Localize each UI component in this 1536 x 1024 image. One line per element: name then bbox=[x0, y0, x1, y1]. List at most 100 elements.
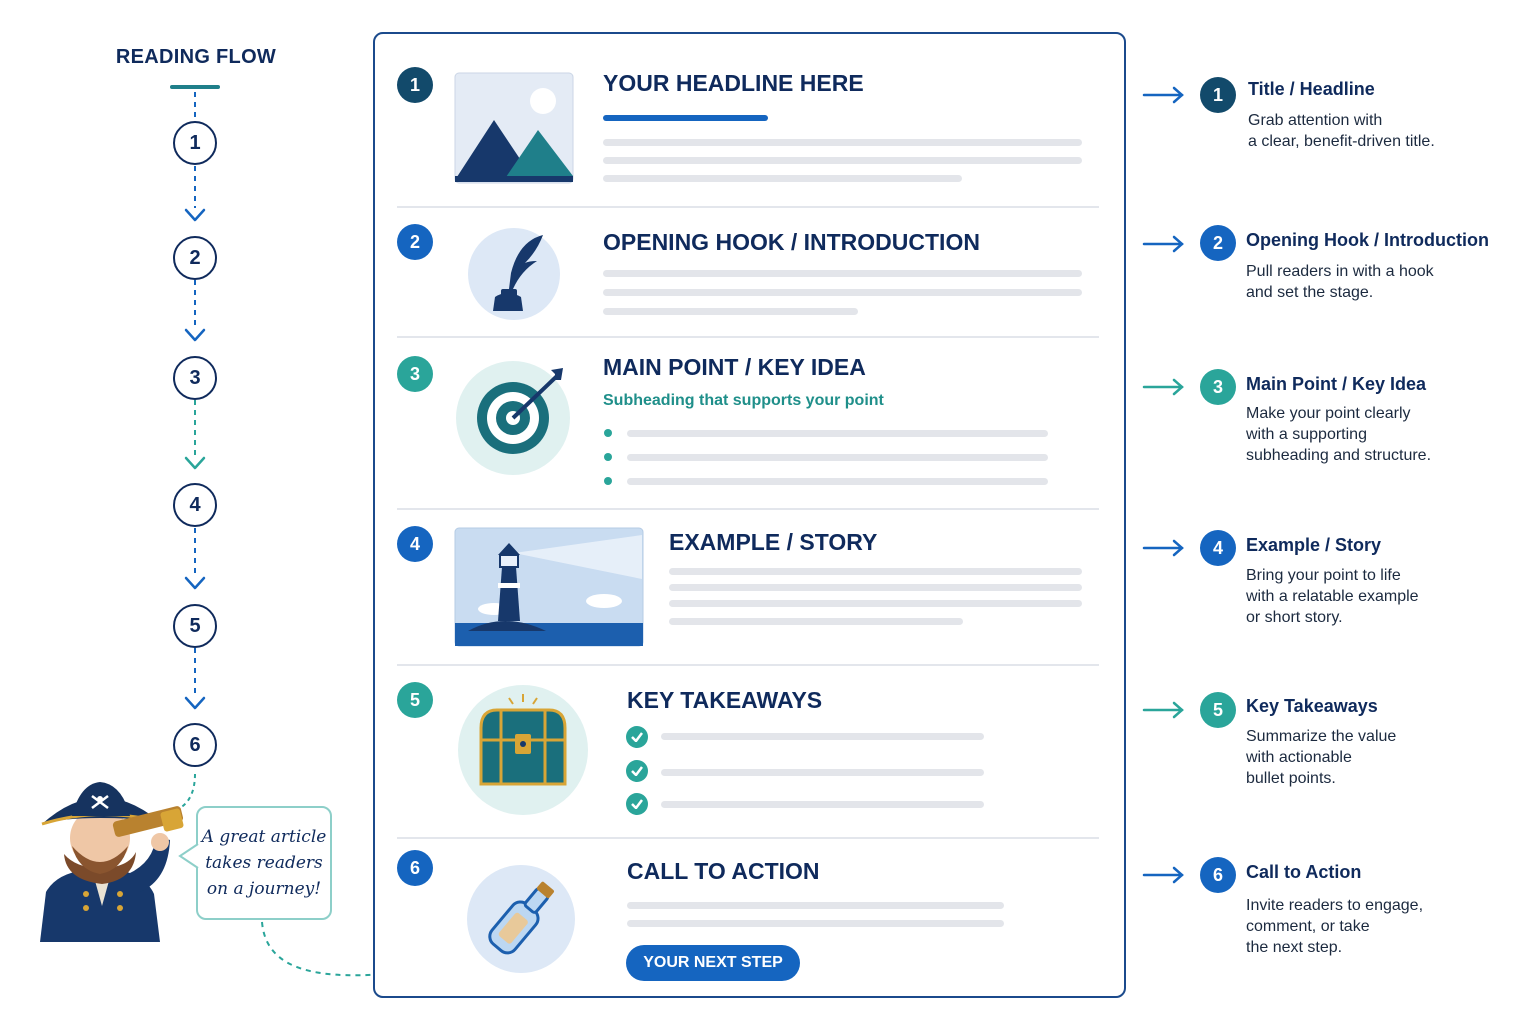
legend-desc-line: or short story. bbox=[1246, 609, 1343, 626]
flow-step-1: 1 bbox=[173, 121, 217, 165]
flow-step-3: 3 bbox=[173, 356, 217, 400]
section-2-title: OPENING HOOK / INTRODUCTION bbox=[603, 229, 980, 255]
placeholder-line bbox=[603, 157, 1082, 164]
quill-inkwell-icon bbox=[468, 228, 560, 320]
bullet-dot bbox=[604, 477, 612, 485]
legend-number-5: 5 bbox=[1200, 692, 1236, 728]
section-1-title: YOUR HEADLINE HERE bbox=[603, 70, 864, 96]
legend-6-description: Invite readers to engage, comment, or ta… bbox=[1246, 895, 1423, 958]
placeholder-line bbox=[661, 733, 984, 740]
legend-desc-line: with a supporting bbox=[1246, 426, 1367, 443]
section-number-4: 4 bbox=[397, 526, 433, 562]
check-icon bbox=[626, 726, 648, 748]
legend-desc-line: Bring your point to life bbox=[1246, 567, 1401, 584]
legend-desc-line: comment, or take bbox=[1246, 918, 1370, 935]
section-divider bbox=[397, 837, 1099, 839]
flow-step-2: 2 bbox=[173, 236, 217, 280]
section-divider bbox=[397, 508, 1099, 510]
flow-step-4: 4 bbox=[173, 483, 217, 527]
placeholder-line bbox=[627, 920, 1004, 927]
legend-2-title: Opening Hook / Introduction bbox=[1246, 230, 1489, 250]
section-divider bbox=[397, 664, 1099, 666]
legend-desc-line: bullet points. bbox=[1246, 770, 1336, 787]
placeholder-line bbox=[669, 618, 963, 625]
flow-title-underline bbox=[170, 85, 220, 89]
lighthouse-image-icon bbox=[454, 527, 644, 647]
callout-line: on a journey! bbox=[206, 879, 322, 899]
section-5-title: KEY TAKEAWAYS bbox=[627, 687, 823, 713]
legend-desc-line: with actionable bbox=[1246, 749, 1352, 766]
placeholder-line bbox=[603, 308, 858, 315]
legend-6-title: Call to Action bbox=[1246, 862, 1362, 882]
section-6-title: CALL TO ACTION bbox=[627, 858, 820, 884]
reading-flow-title: READING FLOW bbox=[115, 46, 277, 68]
placeholder-line bbox=[603, 139, 1082, 146]
legend-desc-line: and set the stage. bbox=[1246, 284, 1374, 301]
next-step-button[interactable]: YOUR NEXT STEP bbox=[626, 945, 800, 981]
flow-connectors bbox=[179, 92, 206, 809]
check-icon bbox=[626, 760, 648, 782]
legend-desc-line: Summarize the value bbox=[1246, 728, 1397, 745]
placeholder-line bbox=[603, 175, 962, 182]
placeholder-line bbox=[669, 600, 1082, 607]
legend-desc-line: Pull readers in with a hook bbox=[1246, 263, 1434, 280]
legend-4-description: Bring your point to life with a relatabl… bbox=[1246, 565, 1419, 628]
legend-2-description: Pull readers in with a hook and set the … bbox=[1246, 261, 1434, 303]
message-bottle-icon bbox=[467, 865, 575, 973]
flow-step-5: 5 bbox=[173, 604, 217, 648]
section-number-6: 6 bbox=[397, 850, 433, 886]
section-number-5: 5 bbox=[397, 682, 433, 718]
section-4-title: EXAMPLE / STORY bbox=[669, 529, 878, 555]
legend-5-description: Summarize the value with actionable bull… bbox=[1246, 726, 1396, 789]
headline-underline bbox=[603, 115, 768, 121]
legend-number-2: 2 bbox=[1200, 225, 1236, 261]
legend-desc-line: subheading and structure. bbox=[1246, 447, 1432, 464]
placeholder-line bbox=[627, 430, 1048, 437]
placeholder-line bbox=[603, 289, 1082, 296]
placeholder-line bbox=[661, 801, 984, 808]
legend-number-1: 1 bbox=[1200, 77, 1236, 113]
section-3-subheading: Subheading that supports your point bbox=[603, 392, 884, 409]
check-icon bbox=[626, 793, 648, 815]
legend-desc-line: Invite readers to engage, bbox=[1246, 897, 1424, 914]
placeholder-line bbox=[669, 584, 1082, 591]
placeholder-line bbox=[669, 568, 1082, 575]
placeholder-line bbox=[627, 478, 1048, 485]
legend-4-title: Example / Story bbox=[1246, 535, 1382, 555]
legend-3-title: Main Point / Key Idea bbox=[1246, 374, 1427, 394]
target-arrow-icon bbox=[456, 361, 570, 475]
legend-desc-line: Grab attention with bbox=[1248, 112, 1383, 129]
callout-pointer bbox=[178, 843, 199, 869]
section-number-2: 2 bbox=[397, 224, 433, 260]
legend-number-3: 3 bbox=[1200, 369, 1236, 405]
bullet-dot bbox=[604, 429, 612, 437]
legend-desc-line: with a relatable example bbox=[1246, 588, 1419, 605]
placeholder-line bbox=[627, 454, 1048, 461]
bullet-dot bbox=[604, 453, 612, 461]
section-number-3: 3 bbox=[397, 356, 433, 392]
section-3-title: MAIN POINT / KEY IDEA bbox=[603, 354, 866, 380]
callout-line: A great article bbox=[201, 827, 327, 847]
section-divider bbox=[397, 206, 1099, 208]
placeholder-line bbox=[627, 902, 1004, 909]
placeholder-line bbox=[661, 769, 984, 776]
treasure-chest-icon bbox=[458, 685, 588, 815]
section-divider bbox=[397, 336, 1099, 338]
legend-number-6: 6 bbox=[1200, 857, 1236, 893]
pirate-with-spyglass-icon bbox=[40, 782, 184, 942]
speech-bubble-callout: A great article takes readers on a journ… bbox=[196, 806, 332, 920]
legend-desc-line: the next step. bbox=[1246, 939, 1343, 956]
legend-3-description: Make your point clearly with a supportin… bbox=[1246, 403, 1431, 466]
legend-number-4: 4 bbox=[1200, 530, 1236, 566]
legend-1-title: Title / Headline bbox=[1248, 79, 1375, 99]
legend-desc-line: a clear, benefit-driven title. bbox=[1248, 133, 1435, 150]
legend-5-title: Key Takeaways bbox=[1246, 696, 1378, 716]
placeholder-line bbox=[603, 270, 1082, 277]
section-number-1: 1 bbox=[397, 67, 433, 103]
legend-desc-line: Make your point clearly bbox=[1246, 405, 1411, 422]
flow-step-6: 6 bbox=[173, 723, 217, 767]
mountain-image-icon bbox=[454, 72, 574, 184]
legend-1-description: Grab attention with a clear, benefit-dri… bbox=[1248, 110, 1435, 152]
callout-line: takes readers bbox=[205, 853, 323, 873]
legend-arrows bbox=[1142, 86, 1184, 884]
